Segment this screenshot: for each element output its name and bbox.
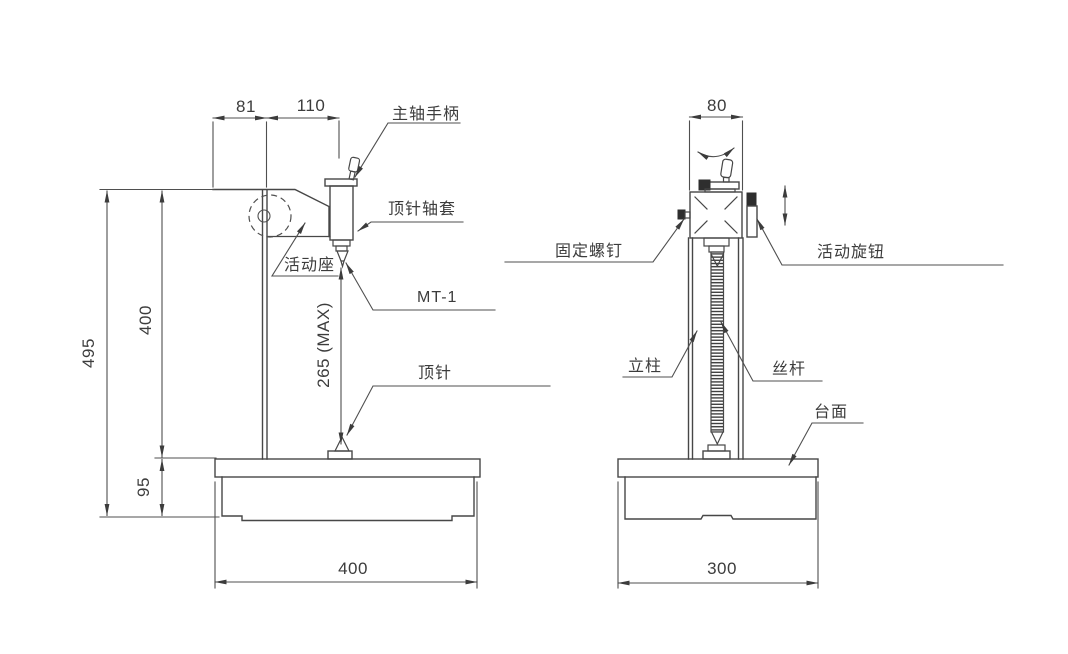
label-ejector-pin: 顶针	[346, 364, 551, 436]
front-column	[261, 189, 268, 460]
label-fixing-screw: 固定螺钉	[504, 218, 685, 263]
spindle-handle-label: 主轴手柄	[392, 105, 460, 123]
spindle-handle	[348, 156, 361, 181]
fixing-screw-label: 固定螺钉	[555, 242, 623, 260]
dim-95: 95	[134, 477, 153, 497]
side-base	[617, 458, 819, 520]
hub-circle	[257, 209, 271, 223]
ejector-pin-part	[327, 435, 353, 460]
side-view: 80	[504, 96, 1004, 589]
label-movable-knob: 活动旋钮	[756, 218, 1004, 266]
side-columns	[687, 237, 744, 460]
side-handle	[698, 158, 740, 193]
front-view: 81 110 495 400 95 265 (MAX) 400	[79, 96, 551, 589]
label-column: 立柱	[622, 330, 698, 378]
dim-265-max: 265 (MAX)	[314, 302, 333, 388]
dim-front-left: 495 400 95	[79, 188, 220, 518]
side-head-block	[689, 191, 743, 239]
dim-300: 300	[707, 559, 737, 578]
dim-81: 81	[236, 97, 256, 116]
pin-sleeve-housing	[324, 178, 358, 269]
table-top-label: 台面	[814, 403, 848, 421]
label-pin-sleeve: 顶针轴套	[357, 200, 464, 232]
dim-stroke: 265 (MAX)	[314, 267, 344, 445]
lead-screw-label: 丝杆	[772, 360, 806, 378]
ejector-pin-label: 顶针	[418, 364, 452, 382]
mt1-label: MT-1	[417, 289, 457, 306]
dim-400-width: 400	[338, 559, 368, 578]
label-lead-screw: 丝杆	[720, 321, 823, 382]
label-movable-seat: 活动座	[271, 222, 339, 277]
front-head	[212, 188, 331, 238]
label-mt1: MT-1	[345, 262, 496, 311]
front-base	[214, 458, 481, 522]
pin-sleeve-label: 顶针轴套	[388, 200, 456, 218]
label-spindle-handle: 主轴手柄	[354, 105, 461, 178]
label-table-top: 台面	[788, 403, 864, 466]
dim-80: 80	[707, 96, 727, 115]
movable-seat-label: 活动座	[284, 256, 335, 274]
dim-400-height: 400	[136, 305, 155, 335]
dim-side-bottom: 300	[617, 481, 819, 589]
rotation-arc-arrow	[697, 147, 735, 161]
dim-front-bottom: 400	[214, 481, 478, 589]
pulley-circle	[248, 194, 292, 238]
lead-screw-part	[702, 237, 731, 460]
movable-knob-part	[746, 192, 758, 238]
dim-110: 110	[297, 96, 326, 115]
dim-495: 495	[79, 338, 98, 368]
movable-knob-label: 活动旋钮	[817, 243, 885, 261]
dim-side-top: 80	[688, 96, 744, 191]
mt1-taper	[336, 250, 349, 262]
fixing-screw-part	[677, 209, 691, 220]
dim-front-top: 81 110	[212, 96, 340, 188]
column-label: 立柱	[628, 357, 662, 375]
